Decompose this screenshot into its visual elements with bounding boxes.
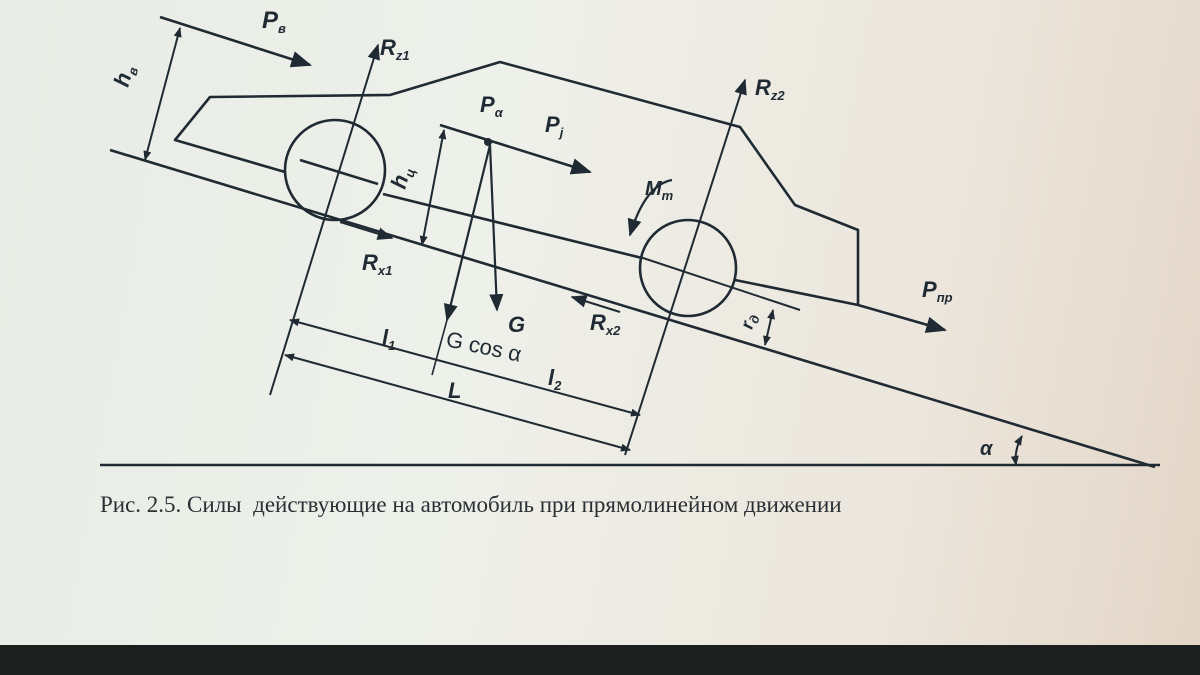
slope-angle-label: α	[980, 438, 994, 460]
front-normal-reaction-arrow	[269, 43, 380, 396]
rd-label: rд	[737, 311, 763, 332]
rz1-label: Rz1	[380, 35, 410, 63]
air-height-dimension	[143, 27, 182, 161]
air-force-label: Pв	[262, 7, 286, 36]
front-tangential-reaction-arrow	[339, 221, 394, 240]
slope-angle-arc	[1010, 435, 1023, 466]
wheel-radius-dimension	[763, 309, 775, 346]
gravity-normal-component-arrow	[443, 144, 492, 322]
hg-label: hц	[386, 164, 419, 192]
l1-label: l1	[382, 325, 395, 353]
hw-label: hв	[109, 62, 142, 90]
inertia-force-arrow	[439, 123, 592, 175]
rear-wheel	[638, 218, 738, 318]
rear-normal-reaction-arrow	[624, 78, 747, 456]
cg-extension-line	[431, 319, 448, 376]
towing-force-arrow	[857, 303, 947, 333]
wheelbase-label: L	[448, 378, 461, 403]
torque-arc-arrow	[627, 178, 673, 237]
gravity-arrow	[488, 144, 504, 312]
gravity-label: G	[508, 312, 525, 337]
center-of-gravity-point	[484, 138, 492, 146]
pj-label: Pj	[545, 112, 564, 140]
rear-tangential-reaction-arrow	[570, 295, 621, 313]
incline-line	[109, 148, 1156, 469]
p-alpha-label: Pα	[480, 92, 504, 120]
p-pr-label: Pпр	[922, 277, 953, 305]
rx1-label: Rx1	[362, 250, 392, 278]
figure-caption: Рис. 2.5. Силы действующие на автомобиль…	[100, 492, 842, 517]
rear-axle-line	[639, 256, 801, 311]
car-body-bottom	[382, 192, 643, 260]
l2-label: l2	[548, 365, 562, 393]
air-force-arrow	[159, 15, 312, 68]
wheelbase-dimension	[284, 353, 631, 452]
cg-height-dimension	[419, 129, 447, 246]
mt-label: Mт	[645, 178, 674, 203]
car-body-outline	[173, 60, 860, 307]
rz2-label: Rz2	[755, 75, 785, 103]
rx2-label: Rx2	[590, 310, 621, 338]
vehicle-forces-diagram: Pв Rz1 Rz2 Pα Pj Mт Rx1 Rx2 Pпр hв hц rд…	[100, 7, 1160, 469]
front-wheel	[283, 118, 387, 222]
